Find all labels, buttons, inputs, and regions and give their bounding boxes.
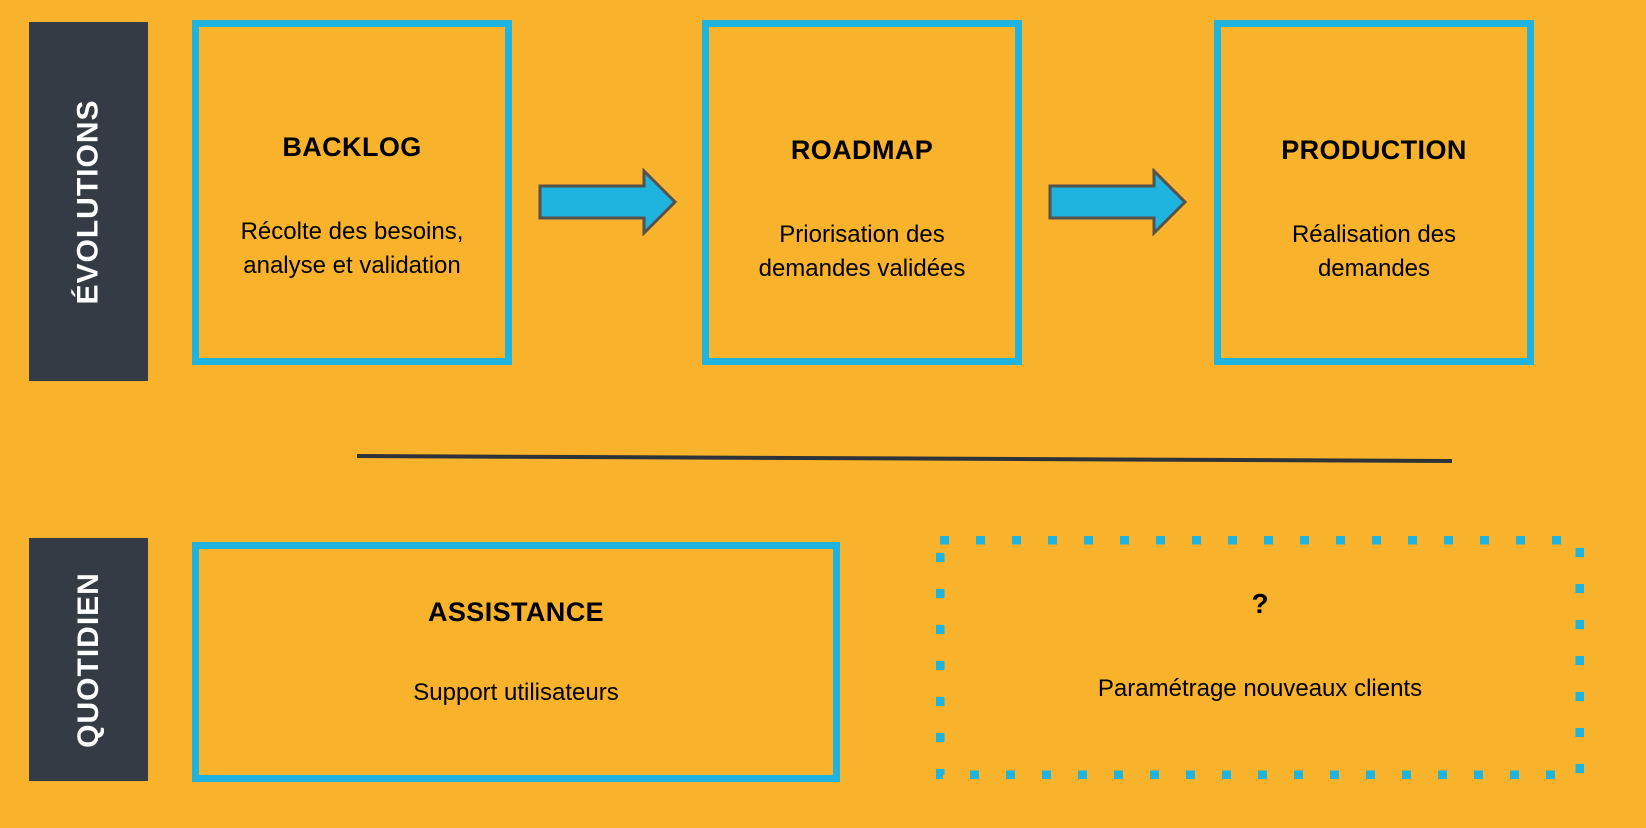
stage-box-roadmap[interactable]: ROADMAP Priorisation des demandes validé… [702, 20, 1022, 365]
quotidien-title-parametrage: ? [1251, 588, 1269, 619]
stage-title-production: PRODUCTION [1281, 135, 1467, 165]
arrow-roadmap-to-production-icon [1048, 167, 1188, 237]
stage-box-production[interactable]: PRODUCTION Réalisation des demandes [1214, 20, 1534, 365]
quotidien-title-assistance: ASSISTANCE [427, 597, 605, 627]
category-tab-evolutions: ÉVOLUTIONS [29, 22, 148, 381]
category-tab-quotidien: QUOTIDIEN [29, 538, 148, 781]
stage-box-backlog[interactable]: BACKLOG Récolte des besoins, analyse et … [192, 20, 512, 365]
stage-description-backlog: Récolte des besoins, analyse et validati… [240, 218, 464, 280]
arrow-backlog-to-roadmap-icon [538, 167, 678, 237]
section-divider [356, 450, 1453, 466]
dotted-border-decoration [935, 535, 1585, 780]
category-tab-evolutions-label: ÉVOLUTIONS [71, 98, 105, 305]
quotidien-box-assistance[interactable]: ASSISTANCE Support utilisateurs [192, 542, 840, 782]
stage-description-roadmap: Priorisation des demandes validées [758, 221, 966, 283]
quotidien-description-assistance: Support utilisateurs [413, 679, 619, 706]
stage-description-production: Réalisation des demandes [1291, 221, 1457, 283]
category-tab-quotidien-label: QUOTIDIEN [71, 571, 105, 748]
quotidien-box-parametrage[interactable]: ? Paramétrage nouveaux clients [935, 535, 1585, 780]
quotidien-description-parametrage: Paramétrage nouveaux clients [1097, 675, 1423, 702]
stage-title-backlog: BACKLOG [282, 132, 422, 162]
stage-title-roadmap: ROADMAP [790, 135, 934, 165]
